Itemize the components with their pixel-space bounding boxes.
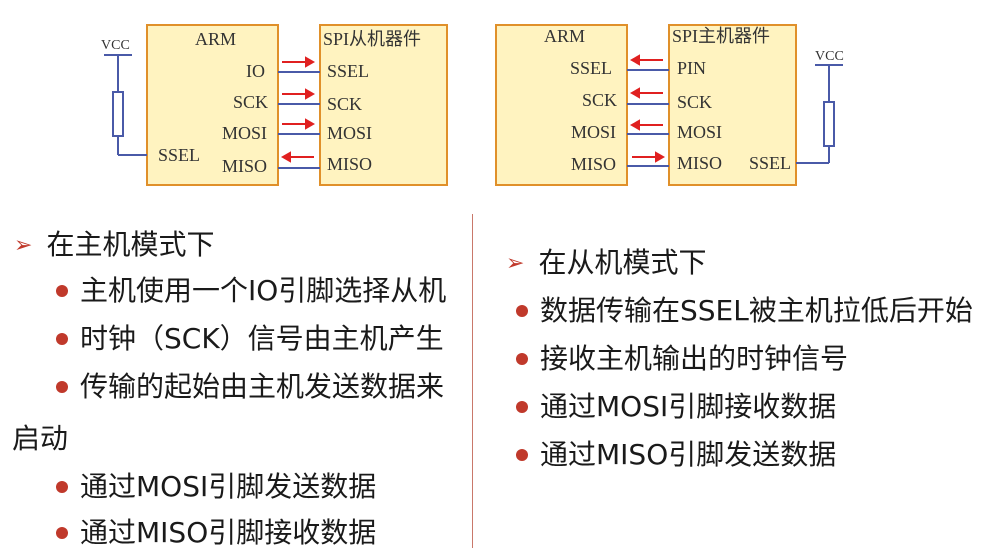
device-pin-miso: MISO bbox=[327, 154, 372, 174]
bullet-icon bbox=[56, 527, 68, 539]
device-pin-sck: SCK bbox=[677, 92, 712, 112]
direction-arrows bbox=[629, 54, 666, 163]
list-item: 通过MOSI引脚接收数据 bbox=[516, 390, 836, 424]
spi-diagrams: ARM SPI从机器件 IO SCK MOSI MISO SSEL SSEL S… bbox=[101, 24, 844, 186]
signal-wires bbox=[627, 69, 669, 167]
device-pin-ssel: SSEL bbox=[749, 153, 791, 173]
bullet-icon bbox=[516, 353, 528, 365]
list-item: 数据传输在SSEL被主机拉低后开始 bbox=[516, 294, 973, 328]
list-item: 通过MOSI引脚发送数据 bbox=[56, 470, 376, 504]
cpu-pin-sck: SCK bbox=[233, 92, 268, 112]
list-item: 通过MISO引脚发送数据 bbox=[516, 438, 836, 472]
list-item: 传输的起始由主机发送数据来 bbox=[56, 370, 444, 404]
bullet-icon bbox=[516, 305, 528, 317]
pullup-resistor bbox=[104, 54, 147, 156]
arm-label: ARM bbox=[544, 26, 585, 46]
device-pin-pin: PIN bbox=[677, 58, 706, 78]
cpu-pin-ssel: SSEL bbox=[570, 58, 612, 78]
spi-slave-device-box bbox=[319, 24, 448, 186]
cpu-pin-ssel: SSEL bbox=[158, 145, 200, 165]
list-item: 接收主机输出的时钟信号 bbox=[516, 342, 848, 376]
device-pin-miso: MISO bbox=[677, 153, 722, 173]
column-divider bbox=[472, 214, 473, 548]
vcc-label: VCC bbox=[815, 49, 844, 64]
list-item: 主机使用一个IO引脚选择从机 bbox=[56, 274, 446, 308]
bullet-icon bbox=[516, 401, 528, 413]
cpu-pin-miso: MISO bbox=[222, 156, 267, 176]
cpu-pin-mosi: MOSI bbox=[571, 122, 616, 142]
pullup-resistor bbox=[796, 64, 843, 164]
cpu-pin-sck: SCK bbox=[582, 90, 617, 110]
device-pin-mosi: MOSI bbox=[327, 123, 372, 143]
bullet-icon bbox=[56, 333, 68, 345]
arm-label: ARM bbox=[195, 29, 236, 49]
device-pin-mosi: MOSI bbox=[677, 122, 722, 142]
bullet-icon bbox=[56, 381, 68, 393]
direction-arrows bbox=[280, 56, 316, 163]
cpu-pin-miso: MISO bbox=[571, 154, 616, 174]
bullet-icon bbox=[516, 449, 528, 461]
cpu-pin-mosi: MOSI bbox=[222, 123, 267, 143]
signal-wires bbox=[278, 71, 320, 169]
bullet-icon bbox=[56, 285, 68, 297]
device-label: SPI从机器件 bbox=[323, 29, 421, 49]
vcc-label: VCC bbox=[101, 38, 130, 53]
chevron-right-icon: ➢ bbox=[506, 251, 525, 276]
master-mode-diagram: ARM SPI从机器件 IO SCK MOSI MISO SSEL SSEL S… bbox=[101, 24, 448, 186]
arm-chip-box bbox=[146, 24, 279, 186]
arm-chip-box bbox=[495, 24, 628, 186]
list-item: 通过MISO引脚接收数据 bbox=[56, 516, 376, 550]
spi-master-device-box bbox=[668, 24, 797, 186]
cpu-pin-io: IO bbox=[246, 61, 265, 81]
list-item: 时钟（SCK）信号由主机产生 bbox=[56, 322, 444, 356]
device-label: SPI主机器件 bbox=[672, 26, 770, 46]
bullet-icon bbox=[56, 481, 68, 493]
chevron-right-icon: ➢ bbox=[14, 233, 33, 258]
device-pin-ssel: SSEL bbox=[327, 61, 369, 81]
device-pin-sck: SCK bbox=[327, 94, 362, 114]
list-item-continuation: 启动 bbox=[12, 422, 69, 455]
slave-mode-diagram: ARM SPI主机器件 SSEL SCK MOSI MISO PIN SCK M… bbox=[495, 24, 844, 186]
slave-mode-heading: ➢在从机模式下 bbox=[506, 246, 707, 279]
master-mode-heading: ➢在主机模式下 bbox=[14, 228, 215, 261]
